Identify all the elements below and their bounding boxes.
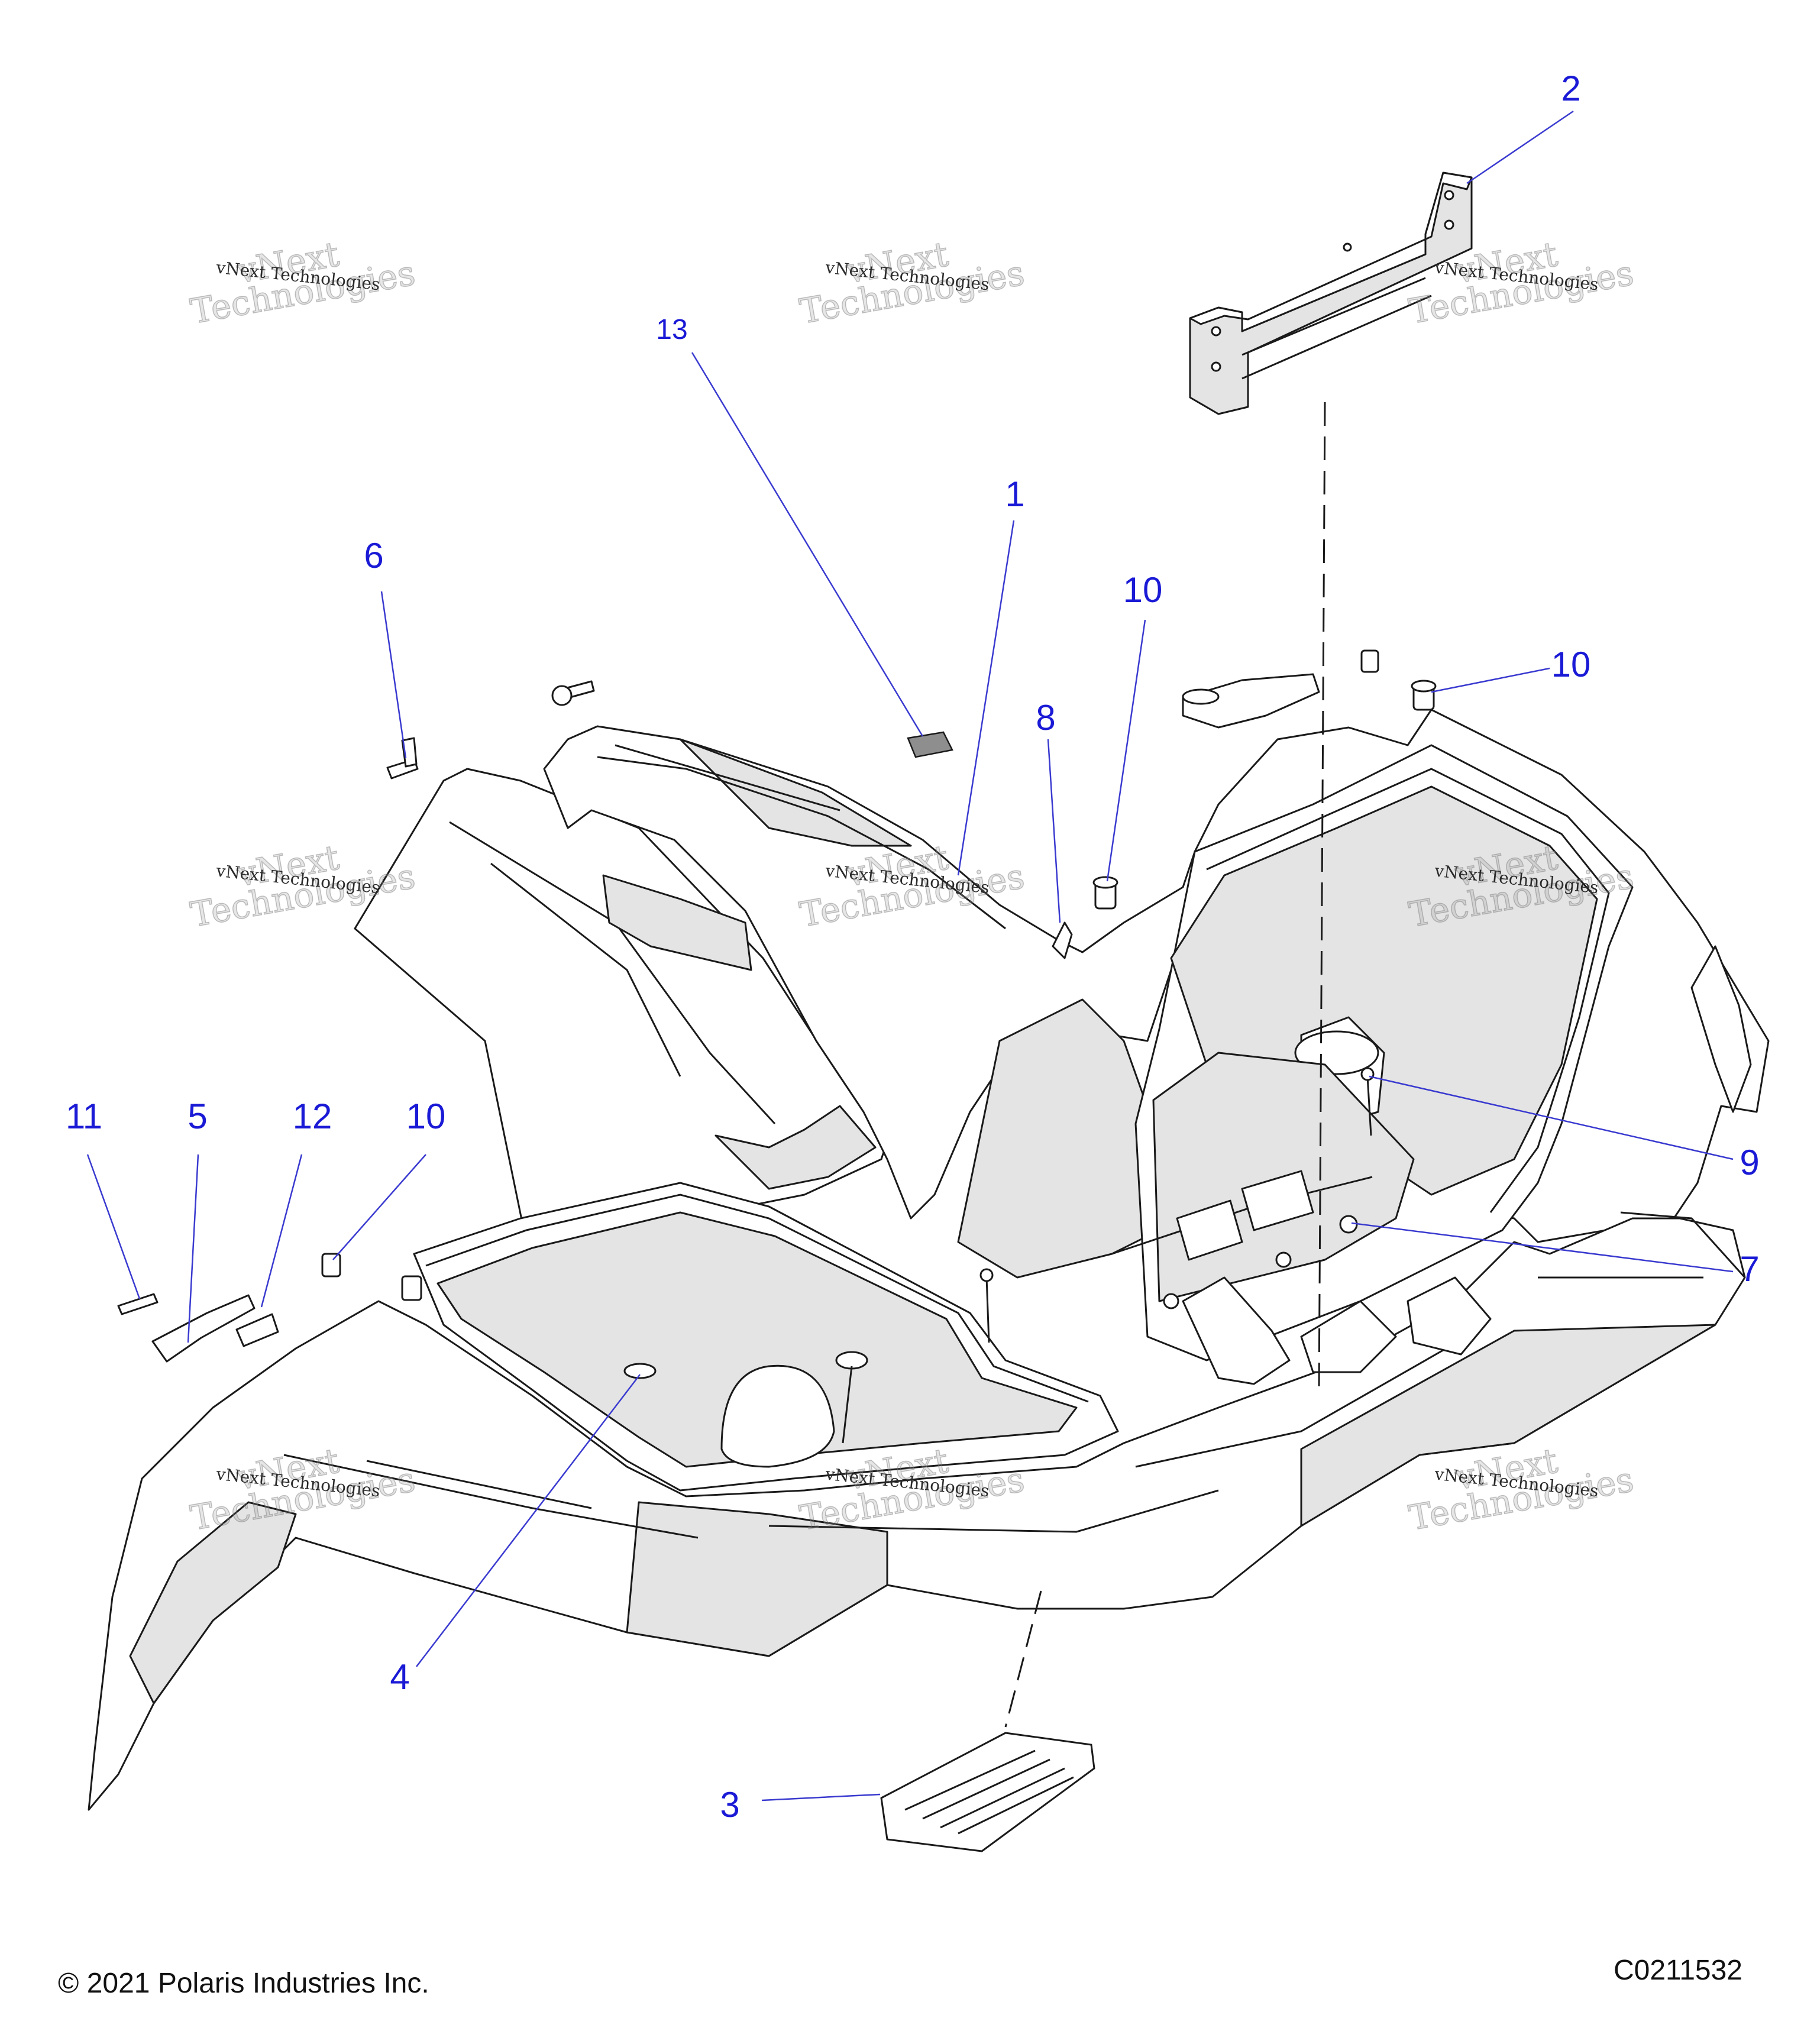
callout-4[interactable]: 4 xyxy=(390,1657,410,1697)
part-2-rack-bracket xyxy=(1189,172,1473,415)
callout-5[interactable]: 5 xyxy=(187,1097,208,1136)
part-12-bumper-left xyxy=(235,1313,279,1347)
part-6-push-rivet xyxy=(386,737,419,780)
callout-10-left[interactable]: 10 xyxy=(406,1097,446,1136)
part-11-clip-left xyxy=(117,1293,159,1315)
callout-10-center[interactable]: 10 xyxy=(1123,570,1163,610)
callout-10-right[interactable]: 10 xyxy=(1551,645,1591,684)
part-3-storage-cover xyxy=(880,1732,1095,1852)
callout-9[interactable]: 9 xyxy=(1740,1143,1760,1182)
part-10-grommet-left xyxy=(321,1253,422,1301)
callout-13[interactable]: 13 xyxy=(656,314,688,345)
callout-12[interactable]: 12 xyxy=(292,1097,332,1136)
copyright-text: © 2021 Polaris Industries Inc. xyxy=(58,1968,429,1999)
part-8-clip xyxy=(1052,921,1073,959)
fastener-top-left xyxy=(551,680,595,706)
callout-leader-lines xyxy=(86,110,1734,1802)
callout-2[interactable]: 2 xyxy=(1561,69,1581,108)
part-1-rear-cab xyxy=(88,709,1770,1811)
callout-11[interactable]: 11 xyxy=(65,1097,103,1136)
callout-3[interactable]: 3 xyxy=(720,1785,740,1825)
latch-assembly-top xyxy=(1182,673,1320,729)
callout-8[interactable]: 8 xyxy=(1036,698,1056,738)
part-4-plug xyxy=(623,1351,868,1444)
part-13-decal xyxy=(907,731,953,758)
assembly-guide-lines xyxy=(1004,402,1326,1728)
callout-7[interactable]: 7 xyxy=(1740,1249,1760,1289)
callout-6[interactable]: 6 xyxy=(364,536,384,575)
diagram-id: C0211532 xyxy=(1614,1955,1742,1986)
part-10-grommet-center xyxy=(1092,876,1118,910)
part-5-bracket-left xyxy=(151,1294,256,1363)
part-10-grommet-right xyxy=(1360,649,1437,711)
callout-1[interactable]: 1 xyxy=(1005,474,1025,514)
